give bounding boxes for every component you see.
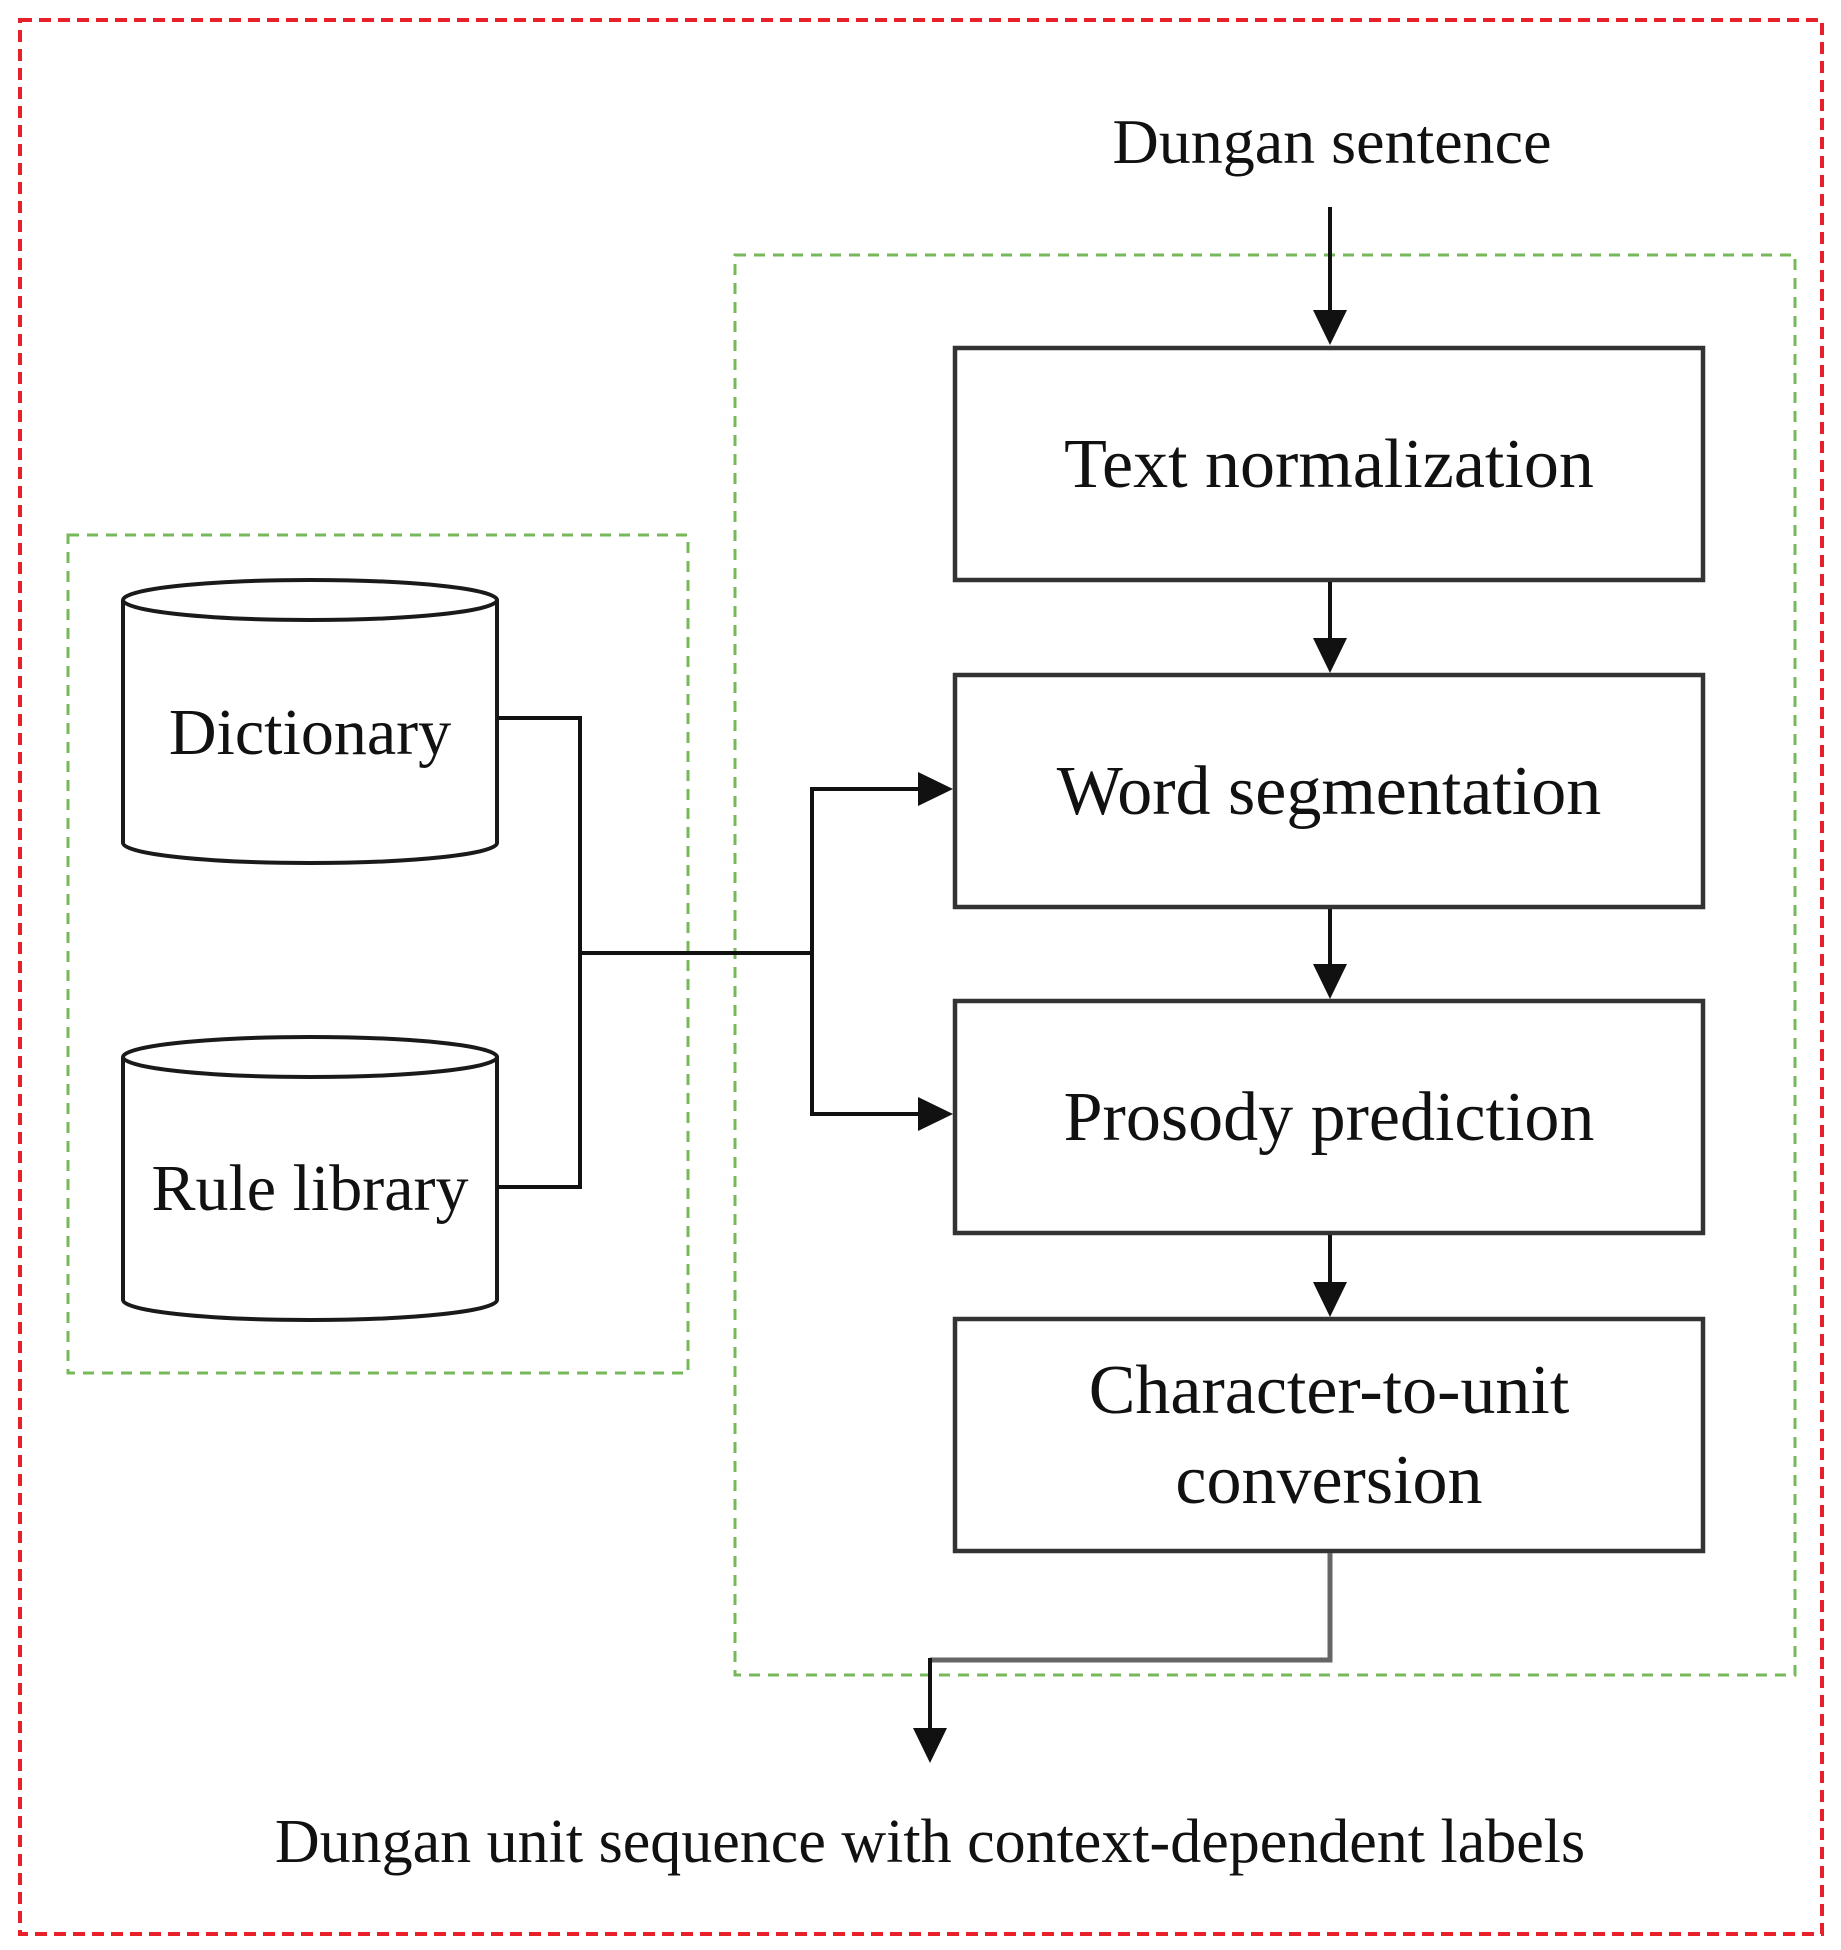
output-arrow (913, 1553, 1333, 1763)
step-character-to-unit-conversion: Character-to-unit conversion (952, 1316, 1706, 1554)
step-label: Word segmentation (1057, 753, 1602, 830)
output-label: Dungan unit sequence with context-depend… (275, 1808, 1585, 1876)
database-cylinder-top (121, 578, 499, 622)
database-rule-library: Rule library (121, 1035, 499, 1322)
step-box (952, 672, 1706, 910)
step-text-normalization: Text normalization (952, 345, 1706, 583)
arrow-step3-to-step4 (1313, 1235, 1347, 1317)
step-box (952, 1316, 1706, 1554)
database-cylinder-body (121, 1057, 499, 1322)
knowledge-base-group-frame (66, 533, 690, 1375)
database-connector (497, 716, 953, 1189)
database-dictionary: Dictionary (121, 578, 499, 865)
input-label: Dungan sentence (1113, 106, 1552, 177)
arrow-step2-to-step3 (1313, 909, 1347, 999)
outer-frame (18, 18, 1824, 1936)
arrow-step1-to-step2 (1313, 582, 1347, 673)
database-cylinder-top (121, 1035, 499, 1079)
pipeline-group-frame (733, 253, 1797, 1677)
step-label: Text normalization (1064, 426, 1594, 503)
step-word-segmentation: Word segmentation (952, 672, 1706, 910)
step-label: Prosody prediction (1064, 1079, 1595, 1156)
input-arrow (1313, 207, 1347, 345)
step-box (952, 345, 1706, 583)
database-label: Dictionary (169, 696, 451, 769)
database-label: Rule library (151, 1152, 468, 1225)
step-label-line2: conversion (1175, 1442, 1482, 1519)
step-box (952, 998, 1706, 1236)
step-prosody-prediction: Prosody prediction (952, 998, 1706, 1236)
database-cylinder-body (121, 600, 499, 865)
step-label-line1: Character-to-unit (1089, 1352, 1570, 1429)
